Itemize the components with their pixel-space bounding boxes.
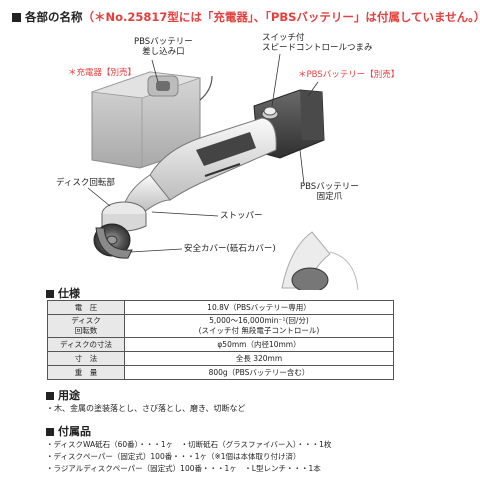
table-row: 寸 法全長 320mm	[47, 351, 394, 366]
label-speed-dial: スイッチ付 スピードコントロールつまみ	[262, 33, 373, 53]
accessories-heading: 付属品	[58, 425, 91, 438]
label-battery-slot-line2: 差し込み口	[142, 47, 185, 57]
leader-lines	[87, 53, 319, 253]
section-header-part-names: 各部の名称（＊No.25817型には「充電器」、「PBSバッテリー」は付属してい…	[12, 9, 480, 25]
inset-disc-detail	[281, 231, 359, 290]
label-battery-claw-line1: PBSバッテリー	[300, 182, 359, 192]
section-usage: 用途	[46, 387, 80, 403]
spec-value: 全長 320mm	[124, 351, 394, 366]
label-battery-claw: PBSバッテリー 固定爪	[300, 182, 359, 202]
header-note: （＊No.25817型には「充電器」、「PBSバッテリー」は付属していません。）	[82, 10, 480, 24]
square-bullet-icon	[46, 392, 54, 400]
spec-value: 5,000〜16,000min⁻¹(回/分) (スイッチ付 無段電子コントロール…	[124, 314, 394, 338]
charger-illustration	[91, 71, 213, 169]
section-accessories: 付属品	[46, 423, 91, 439]
label-speed-dial-line2: スピードコントロールつまみ	[262, 43, 373, 53]
label-guard: 安全カバー(砥石カバー)	[184, 244, 276, 254]
label-battery: ＊PBSバッテリー【別売】	[298, 70, 400, 80]
label-battery-slot: PBSバッテリー 差し込み口	[134, 37, 193, 57]
label-charger: ＊充電器【別売】	[68, 68, 137, 78]
accessory-line: ・ラジアルディスクペーパー（固定式）100番・・・1ヶ ・L型レンチ・・・1本	[46, 464, 321, 473]
section-spec: 仕様	[46, 285, 80, 301]
accessory-line: ・ディスクWA砥石（60番）・・・1ヶ ・切断砥石（グラスファイバー入）・・・1…	[46, 440, 332, 449]
spec-value: φ50mm（内径10mm）	[124, 337, 394, 352]
product-illustration	[87, 53, 359, 290]
label-battery-claw-line2: 固定爪	[316, 192, 343, 202]
grinder-illustration	[93, 89, 325, 259]
spec-value: 10.8V（PBSバッテリー専用）	[124, 300, 394, 315]
square-bullet-icon	[46, 428, 54, 436]
spec-value: 800g（PBSバッテリー含む）	[124, 365, 394, 380]
square-bullet-icon	[12, 13, 21, 22]
spec-key: 重 量	[47, 365, 125, 380]
square-bullet-icon	[46, 290, 54, 298]
label-disc-head: ディスク回転部	[56, 178, 115, 188]
spec-key: ディスクの寸法	[47, 337, 125, 352]
spec-key: ディスク 回転数	[47, 314, 125, 338]
usage-heading: 用途	[58, 389, 80, 402]
label-stopper: ストッパー	[220, 211, 263, 221]
spec-heading: 仕様	[58, 287, 80, 300]
header-title: 各部の名称	[25, 10, 83, 24]
label-battery-slot-line1: PBSバッテリー	[134, 37, 193, 47]
label-speed-dial-line1: スイッチ付	[262, 33, 305, 43]
usage-text: ・木、金属の塗装落とし、さび落とし、磨き、切断など	[46, 404, 246, 413]
accessory-line: ・ディスクペーパー（固定式）100番・・・1ヶ（※1個は本体取り付け済）	[46, 452, 301, 461]
spec-key: 電 圧	[47, 300, 125, 315]
spec-key: 寸 法	[47, 351, 125, 366]
